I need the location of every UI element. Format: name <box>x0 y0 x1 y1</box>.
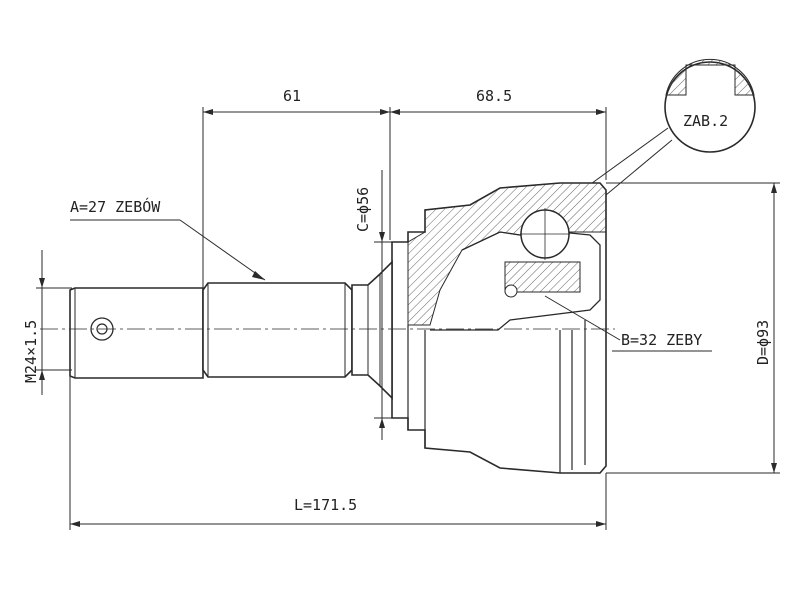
diameter-c-dimension: C=ϕ56 <box>354 170 392 440</box>
diameter-d-label: D=ϕ93 <box>754 320 772 365</box>
diameter-d-dimension: D=ϕ93 <box>606 182 780 474</box>
dim-m-arrow-top <box>39 278 45 288</box>
dim-c-arrow-bottom <box>379 418 385 428</box>
spline-a-label: A=27 ZEBÓW <box>70 197 161 216</box>
joint-housing <box>391 182 621 474</box>
thread-label: M24×1.5 <box>22 320 40 383</box>
shaft-neck <box>351 260 393 400</box>
zab-label: ZAB.2 <box>683 112 728 130</box>
spline-a-callout: A=27 ZEBÓW <box>70 197 266 281</box>
dim-61-label: 61 <box>283 87 301 105</box>
inner-race <box>504 261 581 293</box>
threaded-stub <box>69 287 204 379</box>
spline-a-arrow <box>252 271 265 280</box>
thread-dimension: M24×1.5 <box>22 250 72 395</box>
dim-c-arrow-top <box>379 232 385 242</box>
length-dimension: L=171.5 <box>69 376 607 530</box>
dim-l-arrow-right <box>596 521 606 527</box>
detail-leader-2 <box>587 127 669 187</box>
arrow-68-left <box>390 109 400 115</box>
small-ball <box>504 284 518 298</box>
length-label: L=171.5 <box>294 496 357 514</box>
detail-leader-1 <box>599 139 673 201</box>
dim-m-arrow-bottom <box>39 370 45 380</box>
spline-b-label: B=32 ZEBY <box>621 331 702 349</box>
dim-l-arrow-left <box>70 521 80 527</box>
diameter-c-label: C=ϕ56 <box>354 187 372 232</box>
top-dimensions: 61 68.5 <box>202 87 607 300</box>
dim-d-arrow-top <box>771 183 777 193</box>
spline-b-callout: B=32 ZEBY <box>612 331 712 352</box>
dim-d-arrow-bottom <box>771 463 777 473</box>
dim-68-5-label: 68.5 <box>476 87 512 105</box>
spline-b-leader <box>544 295 621 341</box>
spline-a-leader <box>179 219 266 281</box>
arrow-68-right <box>596 109 606 115</box>
spline-shaft <box>202 282 353 378</box>
arrow-61-right <box>380 109 390 115</box>
arrow-61-left <box>203 109 213 115</box>
zab-detail: ZAB.2 <box>587 58 756 201</box>
detail-hatch <box>665 58 755 96</box>
shaft <box>40 260 615 400</box>
